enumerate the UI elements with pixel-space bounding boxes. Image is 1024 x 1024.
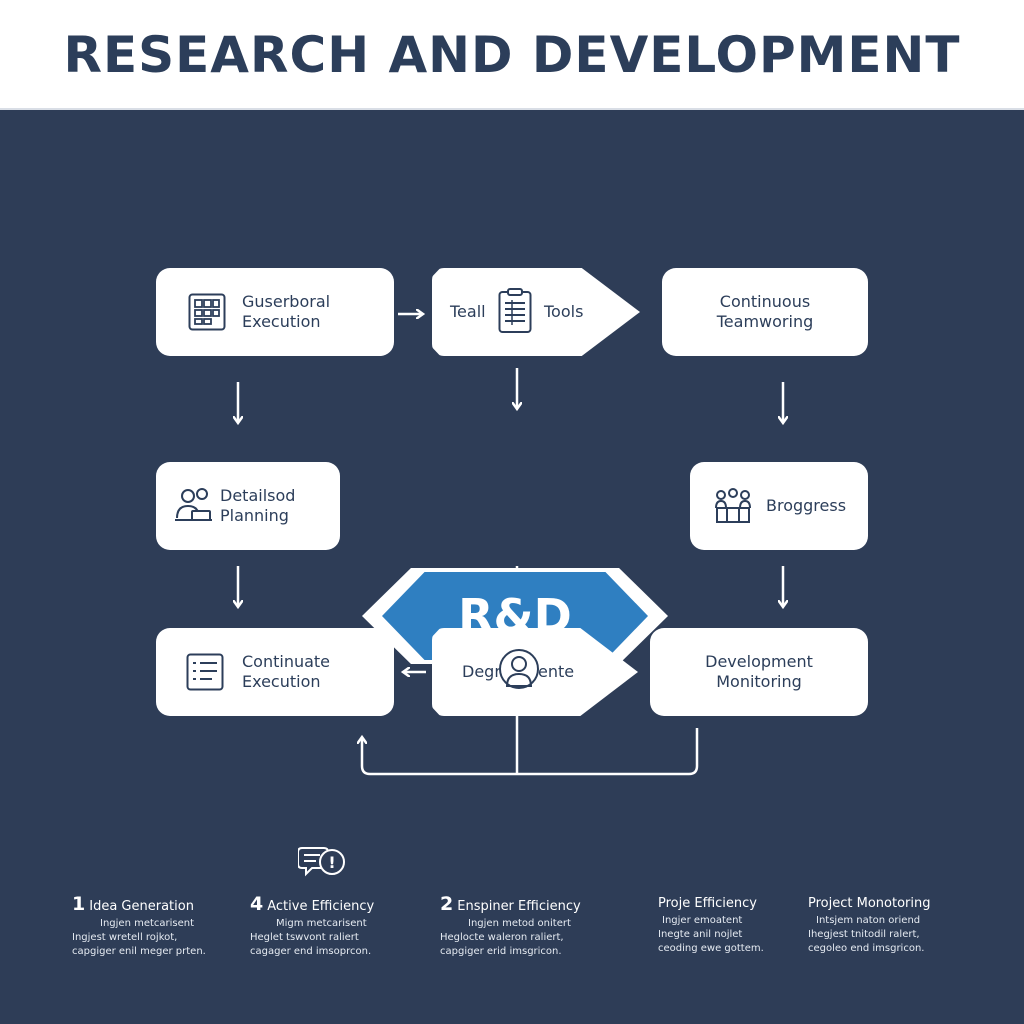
node-line2: Execution	[242, 312, 321, 331]
node-line1: Development	[705, 652, 813, 671]
caption-line: Ingjer emoatent	[662, 915, 743, 926]
node-line1: Guserboral	[242, 292, 331, 311]
caption-title: Project Monotoring	[808, 896, 931, 911]
caption-line: Ingjest wretell rojkot,	[72, 932, 178, 943]
user-icon	[499, 649, 539, 689]
node-label: Broggress	[766, 496, 847, 515]
svg-text:!: !	[328, 853, 335, 872]
team-icon	[175, 488, 212, 521]
checklist-icon	[186, 653, 224, 691]
node-line2: Planning	[220, 506, 289, 525]
caption-title: Idea Generation	[89, 899, 194, 914]
diagram-area: Guserboral Execution Teall Tools Continu…	[0, 110, 1024, 1024]
caption-line: ceoding ewe gottem.	[658, 943, 764, 954]
node-right-label: Tools	[544, 302, 584, 321]
caption-number: 2	[440, 893, 454, 915]
caption-5: Project Monotoring Intsjem naton oriend …	[808, 894, 930, 956]
caption-number: 1	[72, 893, 86, 915]
node-line1: Continuous	[719, 292, 811, 311]
node-continuous-teamworing: Continuous Teamworing	[662, 268, 868, 356]
caption-line: Ingjen metod onitert	[468, 918, 571, 929]
node-continuate-execution: Continuate Execution	[156, 628, 394, 716]
caption-line: capgiger erid imsgricon.	[440, 946, 562, 957]
caption-line: cagager end imsoprcon.	[250, 946, 372, 957]
grid-icon	[188, 293, 226, 331]
page-title: RESEARCH AND DEVELOPMENT	[63, 26, 961, 84]
node-line2: Execution	[242, 672, 321, 691]
caption-number: 4	[250, 893, 264, 915]
node-development-monitoring: Development Monitoring	[650, 628, 868, 716]
caption-line: Migm metcarisent	[276, 918, 367, 929]
node-broggress: Broggress	[690, 462, 868, 550]
caption-title: Enspiner Efficiency	[457, 899, 581, 914]
caption-line: Ingjen metcarisent	[100, 918, 195, 929]
spreadsheet-icon	[498, 288, 532, 333]
header: RESEARCH AND DEVELOPMENT	[0, 0, 1024, 110]
caption-line: Inegte anil nojlet	[658, 929, 743, 940]
caption-title: Proje Efficiency	[658, 896, 757, 911]
caption-line: Ihegjest tnitodil ralert,	[808, 929, 920, 940]
caption-line: capgiger enil meger prten.	[72, 946, 206, 957]
node-right-label: ente	[538, 662, 575, 681]
caption-line: Heglet tswvont raliert	[250, 932, 359, 943]
node-line2: Monitoring	[716, 672, 802, 691]
hexagon-fill: R&D	[382, 572, 648, 660]
people-group-icon	[715, 488, 751, 523]
connectors	[0, 110, 1024, 776]
node-guserboral-execution: Guserboral Execution	[156, 268, 394, 356]
feedback-loop	[362, 728, 699, 776]
node-line2: Teamworing	[716, 312, 814, 331]
caption-line: cegoleo end imsgricon.	[808, 943, 925, 954]
node-left-label: Teall	[450, 302, 486, 321]
node-line1: Detailsod	[220, 486, 296, 505]
caption-line: Heglocte waleron raliert,	[440, 932, 564, 943]
caption-4: Proje Efficiency Ingjer emoatent Inegte …	[658, 894, 764, 956]
caption-title: Active Efficiency	[267, 899, 375, 914]
chat-bubbles-icon: !	[298, 847, 345, 877]
node-left-label: Degr	[462, 662, 501, 681]
caption-line: Intsjem naton oriend	[816, 915, 921, 926]
node-line1: Continuate	[242, 652, 331, 671]
node-detailed-planning: Detailsod Planning	[156, 462, 340, 550]
